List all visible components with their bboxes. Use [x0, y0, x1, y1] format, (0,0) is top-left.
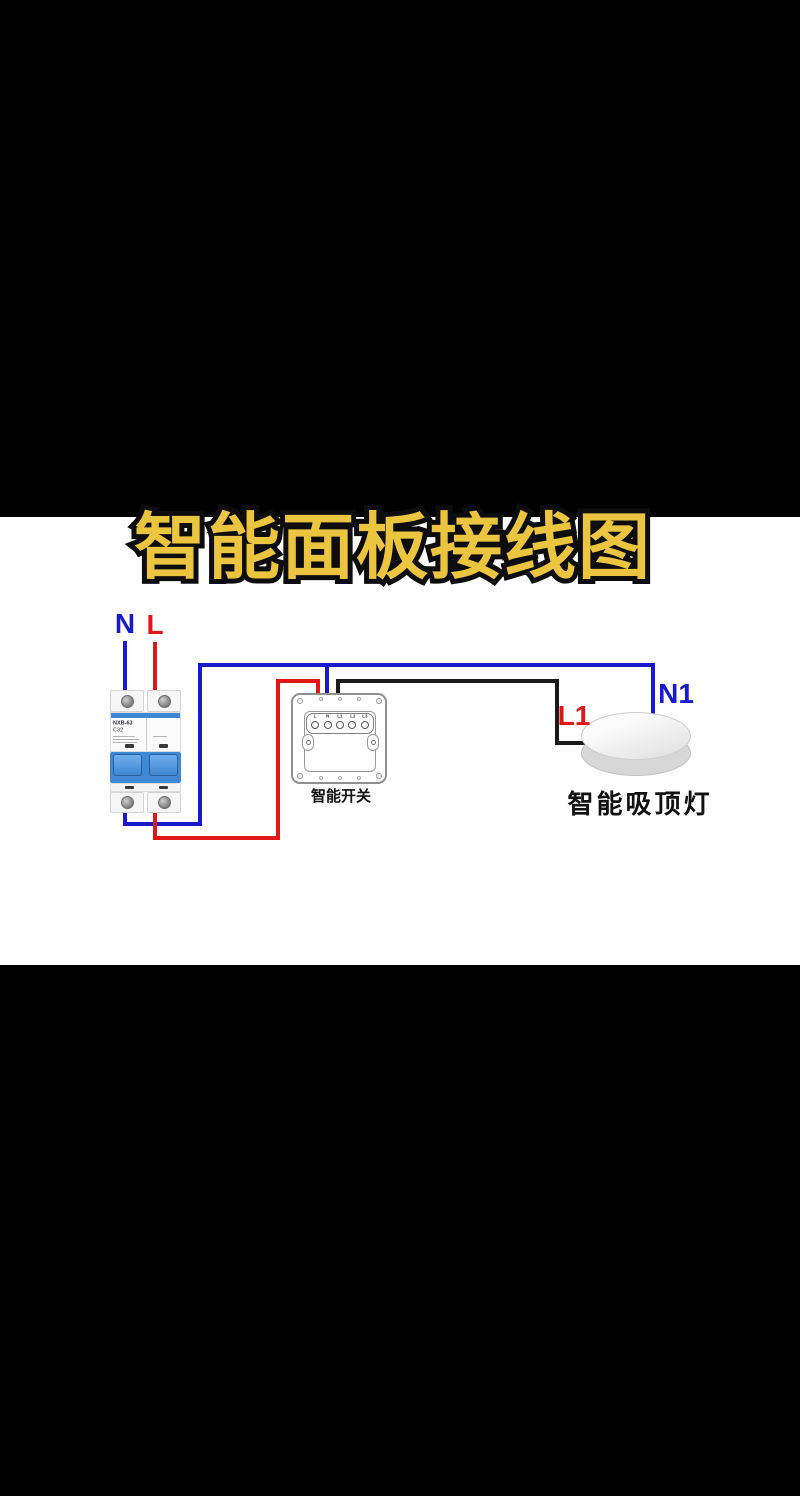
circuit-breaker: NXB-63 C32	[110, 690, 181, 813]
switch-terminal-L3: L3	[359, 714, 371, 733]
terminal-label: L	[313, 714, 317, 720]
wire-live-switch-drop	[316, 679, 320, 696]
wire-live-breaker-out	[153, 810, 157, 840]
breaker-body: NXB-63 C32	[110, 712, 181, 753]
breaker-rating-text: C32	[113, 727, 124, 734]
breaker-pole-divider	[146, 718, 147, 753]
breaker-indicator-window	[125, 744, 134, 748]
breaker-brand-strip	[111, 713, 180, 718]
terminal-screw-icon	[158, 695, 171, 708]
wire-live-supply-drop	[153, 642, 157, 692]
wire-live-bottom-run	[153, 836, 280, 840]
terminal-hole-icon	[323, 721, 332, 729]
label-lamp-live: L1	[557, 700, 591, 731]
mount-hole-icon	[357, 776, 361, 780]
label-smart-switch: 智能开关	[310, 788, 371, 805]
breaker-terminal-top-left	[110, 690, 144, 712]
breaker-lower-face	[110, 783, 181, 792]
label-ceiling-lamp: 智能吸顶灯	[567, 789, 713, 819]
terminal-hole-icon	[348, 721, 357, 729]
breaker-vent-slot	[125, 786, 134, 789]
wire-neutral-supply-drop	[123, 641, 127, 691]
switch-terminal-N: N	[322, 714, 334, 733]
smart-switch-panel: L N L1 L2 L3	[291, 693, 387, 784]
terminal-hole-icon	[360, 721, 369, 729]
terminal-label: L1	[337, 714, 343, 720]
switch-terminal-L1: L1	[334, 714, 346, 733]
wire-neutral-bottom-run	[123, 822, 202, 826]
lamp-top-face	[581, 712, 691, 760]
breaker-spec-line	[113, 742, 137, 743]
wire-neutral-breaker-out	[123, 810, 127, 826]
terminal-label: N	[325, 714, 330, 720]
switch-terminal-L: L	[309, 714, 321, 733]
label-supply-live: L	[146, 609, 164, 640]
breaker-model-text: NXB-63	[113, 720, 133, 727]
label-supply-neutral: N	[114, 608, 136, 639]
mount-screw-icon	[376, 698, 382, 704]
terminal-screw-icon	[121, 695, 134, 708]
wire-neutral-top-run	[198, 663, 655, 667]
breaker-vent-slot	[159, 786, 168, 789]
wire-neutral-riser	[198, 663, 202, 826]
page-title: 智能面板接线图	[129, 503, 655, 593]
breaker-handle-left[interactable]	[113, 754, 142, 776]
breaker-terminal-bottom-left	[110, 792, 144, 813]
mount-hole-icon	[319, 697, 323, 701]
wire-neutral-switch-drop	[325, 663, 329, 696]
mount-hole-icon	[338, 697, 342, 701]
switch-terminal-strip: L N L1 L2 L3	[306, 713, 374, 734]
label-lamp-neutral: N1	[658, 678, 694, 709]
switch-terminal-L2: L2	[346, 714, 358, 733]
mount-screw-icon	[376, 773, 382, 779]
terminal-screw-icon	[158, 796, 171, 809]
mount-screw-icon	[297, 698, 303, 704]
breaker-terminal-top-right	[147, 690, 181, 712]
mount-slot-icon	[302, 734, 314, 751]
breaker-handle-right[interactable]	[149, 754, 178, 776]
terminal-hole-icon	[335, 721, 344, 729]
breaker-toggle-base[interactable]	[110, 752, 181, 783]
breaker-spec-line	[153, 736, 167, 737]
ceiling-lamp	[580, 712, 694, 778]
wire-live-top-run	[276, 679, 320, 683]
wire-switched-lamp-run	[555, 741, 589, 745]
wire-neutral-lamp-drop	[651, 663, 655, 719]
terminal-label: L2	[349, 714, 355, 720]
breaker-terminal-bottom-right	[147, 792, 181, 813]
terminal-hole-icon	[311, 721, 320, 729]
mount-slot-icon	[367, 734, 379, 751]
mount-hole-icon	[338, 776, 342, 780]
mount-screw-icon	[297, 773, 303, 779]
breaker-indicator-window	[159, 744, 168, 748]
mount-hole-icon	[319, 776, 323, 780]
wire-switched-top-run	[336, 679, 559, 683]
wire-switched-drop	[555, 679, 559, 745]
mount-hole-icon	[357, 697, 361, 701]
breaker-spec-line	[113, 736, 135, 737]
wire-live-riser	[276, 679, 280, 840]
terminal-screw-icon	[121, 796, 134, 809]
terminal-label: L3	[362, 714, 368, 720]
wire-switched-switch-rise	[336, 681, 340, 696]
breaker-spec-line	[113, 739, 139, 740]
